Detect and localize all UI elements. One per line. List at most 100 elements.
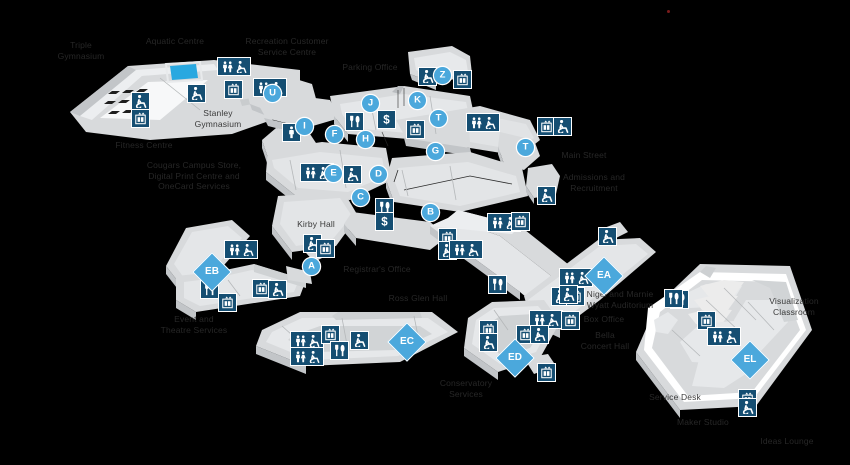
entrance-pin[interactable]: H	[357, 131, 374, 148]
amenity-badge[interactable]	[537, 363, 556, 382]
amenity-badge[interactable]	[290, 347, 324, 366]
entrance-pin-label: F	[331, 128, 338, 140]
elevator-icon	[701, 314, 712, 327]
amenity-badge[interactable]	[343, 165, 362, 184]
amenity-badge[interactable]	[488, 275, 507, 294]
amenity-badge[interactable]	[131, 109, 150, 128]
amenity-badge[interactable]	[664, 289, 683, 308]
entrance-pin[interactable]: U	[264, 85, 281, 102]
washroom-icon	[295, 334, 306, 346]
entrance-pin-label: B	[427, 206, 434, 218]
entrance-pin-label: A	[308, 260, 315, 272]
amenity-badge[interactable]	[561, 311, 580, 330]
atm-icon	[381, 215, 389, 228]
amenity-badge[interactable]	[738, 398, 757, 417]
amenity-badge[interactable]	[559, 285, 578, 304]
amenity-badge[interactable]	[466, 113, 500, 132]
wheelchair-accessible-icon	[541, 189, 553, 202]
entrance-pin[interactable]: T	[517, 139, 534, 156]
entrance-pin-label: T	[435, 112, 442, 124]
wheelchair-accessible-icon	[548, 313, 558, 326]
elevator-icon	[515, 215, 526, 228]
amenity-badge[interactable]	[449, 240, 483, 259]
wheelchair-accessible-icon	[243, 243, 253, 256]
food-services-icon	[492, 278, 503, 291]
wheelchair-accessible-icon	[309, 350, 319, 363]
washroom-icon	[564, 271, 575, 283]
wheelchair-accessible-icon	[135, 95, 147, 108]
wheelchair-accessible-icon	[236, 60, 246, 73]
amenity-badge[interactable]	[707, 327, 741, 346]
food-services-icon	[334, 344, 345, 357]
amenity-badge[interactable]	[598, 227, 617, 246]
elevator-zone-label: EB	[205, 266, 219, 277]
amenity-badge[interactable]	[330, 341, 349, 360]
elevator-icon	[541, 120, 552, 133]
wheelchair-accessible-icon	[485, 116, 495, 129]
wheelchair-accessible-icon	[602, 230, 614, 243]
entrance-pin[interactable]: Z	[434, 67, 451, 84]
amenity-badge[interactable]	[224, 80, 243, 99]
wheelchair-accessible-icon	[483, 336, 495, 349]
elevator-zone-label: EL	[743, 354, 757, 365]
amenity-badge[interactable]	[377, 110, 396, 129]
washroom-icon	[471, 116, 482, 128]
wheelchair-accessible-icon	[557, 120, 569, 133]
wheelchair-accessible-icon	[347, 168, 359, 181]
entrance-pin[interactable]: I	[296, 118, 313, 135]
elevator-icon	[457, 73, 468, 86]
elevator-icon	[320, 242, 331, 255]
wheelchair-accessible-icon	[272, 283, 284, 296]
wheelchair-accessible-icon	[309, 334, 319, 347]
amenity-badge[interactable]	[218, 293, 237, 312]
entrance-pin[interactable]: C	[352, 189, 369, 206]
entrance-pin-label: E	[330, 167, 337, 179]
entrance-pin[interactable]: A	[303, 258, 320, 275]
amenity-badge[interactable]	[530, 325, 549, 344]
wheelchair-accessible-icon	[354, 334, 366, 347]
food-services-icon	[349, 115, 360, 128]
entrance-pin-label: H	[362, 133, 369, 145]
amenity-badge[interactable]	[224, 240, 258, 259]
entrance-pin[interactable]: K	[409, 92, 426, 109]
amenity-badge[interactable]	[406, 120, 425, 139]
wheelchair-accessible-icon	[534, 328, 546, 341]
entrance-pin[interactable]: E	[325, 165, 342, 182]
amenity-badge[interactable]	[375, 212, 394, 231]
elevator-zone-label: ED	[508, 352, 522, 363]
entrance-pin[interactable]: J	[362, 95, 379, 112]
washroom-icon	[712, 330, 723, 342]
elevator-icon	[256, 282, 267, 295]
entrance-pin[interactable]: B	[422, 204, 439, 221]
entrance-pin-label: D	[375, 168, 382, 180]
entrance-pin[interactable]: T	[430, 110, 447, 127]
entrance-pin[interactable]: F	[326, 126, 343, 143]
decorative-dot	[667, 10, 670, 13]
washroom-icon	[534, 313, 545, 325]
entrance-pin-label: C	[357, 191, 364, 203]
wheelchair-accessible-icon	[726, 330, 736, 343]
amenity-badge[interactable]	[479, 333, 498, 352]
amenity-badge[interactable]	[345, 112, 364, 131]
wheelchair-accessible-icon	[422, 70, 434, 83]
entrance-pin-label: U	[269, 87, 276, 99]
wheelchair-accessible-icon	[191, 87, 203, 100]
amenity-badge[interactable]	[537, 186, 556, 205]
amenity-badge[interactable]	[217, 57, 251, 76]
entrance-pin-label: G	[431, 145, 440, 157]
atm-icon	[383, 113, 391, 126]
amenity-badge[interactable]	[453, 70, 472, 89]
amenity-badge[interactable]	[316, 239, 335, 258]
amenity-badge[interactable]	[553, 117, 572, 136]
amenity-badge[interactable]	[697, 311, 716, 330]
amenity-badge[interactable]	[511, 212, 530, 231]
elevator-icon	[410, 123, 421, 136]
entrance-pin[interactable]: G	[427, 143, 444, 160]
amenity-badge[interactable]	[268, 280, 287, 299]
elevator-icon	[541, 366, 552, 379]
entrance-pin[interactable]: D	[370, 166, 387, 183]
washroom-icon	[454, 243, 465, 255]
amenity-badge[interactable]	[187, 84, 206, 103]
amenity-badge[interactable]	[350, 331, 369, 350]
